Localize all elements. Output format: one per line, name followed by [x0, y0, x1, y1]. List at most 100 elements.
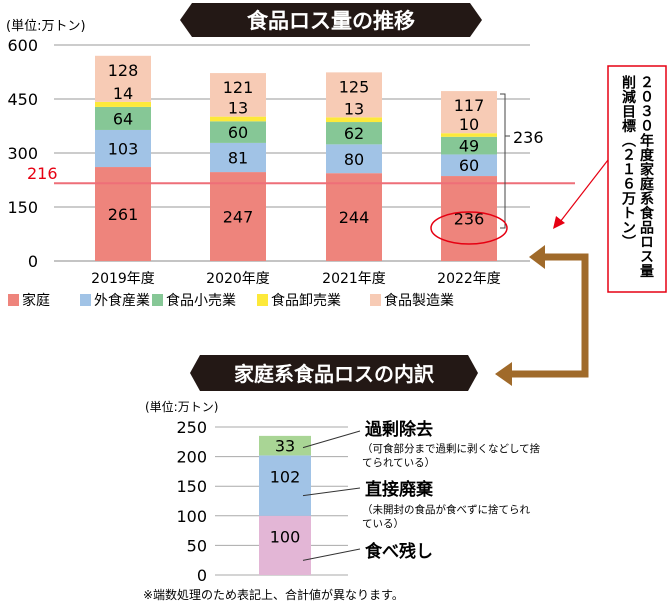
bar-segment-外食産業 [95, 129, 151, 168]
bar-segment-家庭 [441, 176, 497, 261]
y-tick-label: 0 [28, 252, 38, 271]
bar-segment-家庭 [210, 172, 266, 261]
data-label: 81 [228, 149, 248, 168]
y-tick-label: 250 [176, 418, 207, 437]
y-tick-label: 150 [176, 477, 207, 496]
annotation-title: 直接廃棄 [365, 479, 434, 500]
bar-segment-食べ残し [259, 515, 311, 575]
y-tick-label: 0 [197, 566, 207, 585]
y-tick-label: 300 [7, 144, 38, 163]
bracket-label: 236 [513, 128, 544, 147]
data-label: 128 [108, 61, 139, 80]
highlight-ellipse [430, 211, 508, 245]
bar-segment-外食産業 [326, 144, 382, 174]
bar-segment-食品卸売業 [210, 116, 266, 122]
bar-segment-食品卸売業 [326, 117, 382, 123]
data-label: 62 [344, 124, 364, 143]
data-label: 33 [275, 437, 295, 456]
footnote: ※端数処理のため表記上、合計値が異なります。 [143, 587, 404, 602]
data-label: 103 [108, 140, 139, 159]
data-label: 49 [459, 137, 479, 156]
bar-segment-食品小売業 [95, 106, 151, 130]
data-label: 13 [228, 99, 248, 118]
x-tick-label: 2022年度 [437, 271, 501, 287]
annotation-note: てられている） [362, 457, 435, 469]
y-tick-label: 50 [187, 536, 207, 555]
data-label: 13 [344, 99, 364, 118]
bar-segment-直接廃棄 [259, 455, 311, 516]
y-tick-label: 100 [176, 507, 207, 526]
bar-segment-食品製造業 [95, 55, 151, 102]
x-tick-label: 2020年度 [206, 271, 270, 287]
bar-segment-食品卸売業 [441, 133, 497, 137]
data-label: 247 [223, 208, 254, 227]
data-label: 10 [459, 115, 479, 134]
bar-segment-食品製造業 [441, 91, 497, 134]
chart-title-top: 食品ロス量の推移 [247, 9, 415, 33]
title-banner-bottom [190, 355, 478, 391]
annotation-note: （可食部分まで過剰に剥くなどして捨 [362, 442, 541, 455]
annotation-note: ている） [362, 518, 404, 530]
bracket [500, 93, 510, 229]
target-arrowhead-icon [553, 216, 565, 229]
data-label: 80 [344, 150, 364, 169]
legend-label: 食品卸売業 [271, 292, 341, 309]
data-label: 60 [459, 156, 479, 175]
legend-swatch [370, 294, 381, 306]
annotation-leader [302, 487, 361, 497]
bar-segment-食品小売業 [326, 122, 382, 145]
data-label: 100 [270, 527, 301, 546]
connector-arrowhead-top-icon [529, 245, 545, 269]
legend-swatch [152, 294, 163, 306]
annotation-title: 食べ残し [365, 541, 433, 562]
bar-segment-食品卸売業 [95, 101, 151, 107]
legend-swatch [8, 294, 19, 306]
bar-segment-外食産業 [441, 154, 497, 177]
bar-segment-食品製造業 [326, 72, 382, 118]
y-tick-label: 450 [7, 90, 38, 109]
bar-segment-家庭 [326, 173, 382, 261]
legend-swatch [257, 294, 268, 306]
legend-label: 外食産業 [94, 292, 150, 309]
bar-segment-食品小売業 [210, 121, 266, 143]
bar-segment-過剰除去 [259, 435, 311, 456]
data-label: 236 [454, 210, 485, 229]
data-label: 117 [454, 96, 485, 115]
chart-title-bottom: 家庭系食品ロスの内訳 [234, 362, 435, 386]
legend-label: 食品製造業 [384, 292, 454, 309]
annotation-title: 過剰除去 [365, 419, 433, 440]
target-note-line2: 削減目標（２１６万トン） [620, 74, 637, 249]
data-label: 261 [108, 205, 139, 224]
data-label: 64 [113, 109, 133, 128]
legend-label: 食品小売業 [166, 292, 236, 309]
bar-segment-外食産業 [210, 142, 266, 173]
connector-arrowhead-bottom-icon [495, 362, 512, 386]
connector-arrow [510, 253, 589, 378]
target-note-line1: ２０３０年度家庭系食品ロス量 [638, 75, 654, 279]
title-banner-top [180, 3, 482, 37]
data-label: 121 [223, 78, 254, 97]
data-label: 14 [113, 84, 133, 103]
y-tick-label: 150 [7, 198, 38, 217]
annotation-leader [302, 430, 361, 449]
data-label: 244 [339, 208, 370, 227]
bar-segment-食品製造業 [210, 73, 266, 117]
data-label: 125 [339, 77, 370, 96]
target-line-label: 216 [27, 164, 58, 183]
data-label: 60 [228, 123, 248, 142]
bar-segment-食品小売業 [441, 136, 497, 155]
annotation-note: （未開封の食品が食べずに捨てられ [362, 503, 530, 516]
unit-label-top: (単位:万トン) [6, 18, 86, 34]
y-tick-label: 600 [7, 36, 38, 55]
data-label: 102 [270, 468, 301, 487]
annotation-leader [302, 548, 361, 561]
legend-label: 家庭 [22, 292, 50, 309]
unit-label-bottom: (単位:万トン) [145, 399, 218, 414]
target-note-box [607, 65, 667, 293]
x-tick-label: 2021年度 [322, 271, 386, 287]
y-tick-label: 200 [176, 448, 207, 467]
legend-swatch [80, 294, 91, 306]
target-arrow [559, 159, 609, 223]
